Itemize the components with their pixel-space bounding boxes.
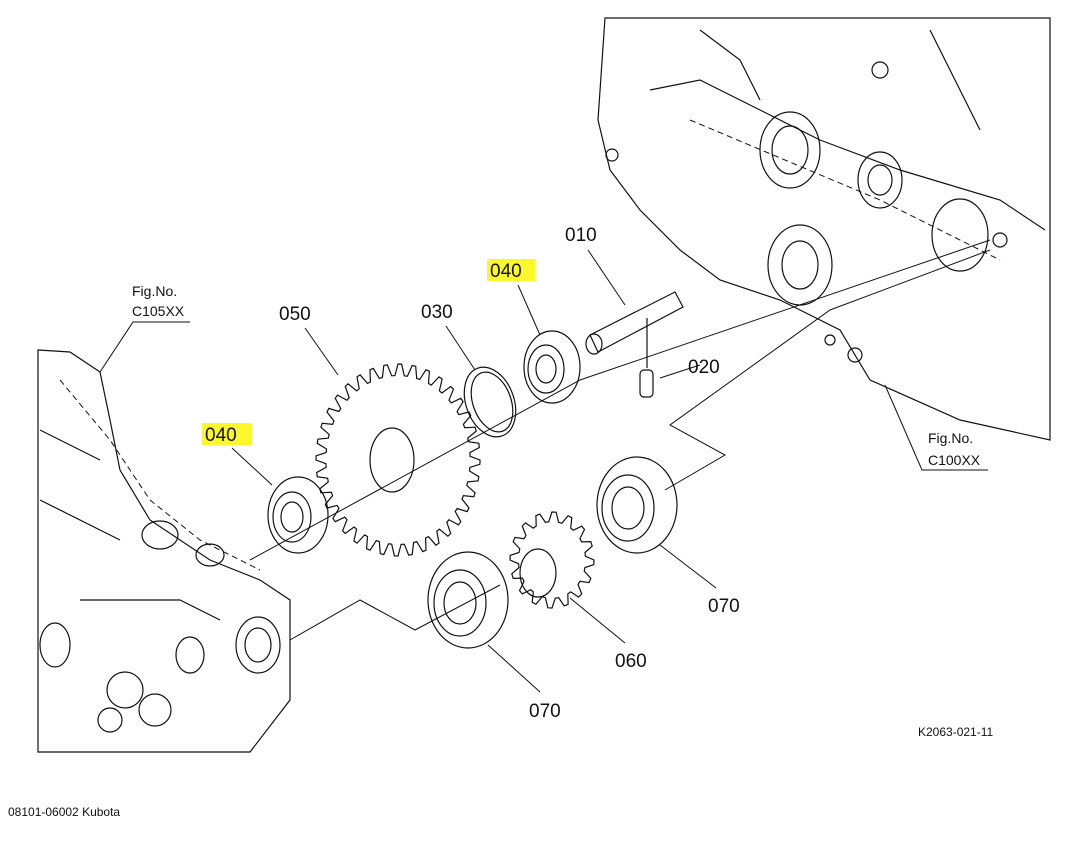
fig-ref-label-right: Fig.No. [928,430,973,446]
part-050-gear [315,363,481,557]
left-housing [37,349,291,753]
callout-010[interactable]: 010 [565,225,597,246]
footer-caption: 08101-06002 Kubota [8,805,121,819]
callout-060[interactable]: 060 [615,651,647,672]
right-housing [597,17,1051,441]
callout-040-upper[interactable]: 040 [490,261,522,282]
part-060-gear [509,511,595,609]
gear-050-bore [369,427,415,493]
part-030-snap-ring [463,366,517,438]
part-010-pin [585,291,684,355]
gear-060-spline [519,548,557,598]
fig-ref-label-left: Fig.No. [132,283,177,299]
fig-ref-code-right[interactable]: C100XX [928,452,981,468]
drawing-code: K2063-021-11 [918,725,993,739]
part-040-bearing-left [267,476,329,554]
part-070-bearing-right [596,456,678,554]
callout-070-bottom[interactable]: 070 [529,701,561,722]
callout-070-right[interactable]: 070 [708,596,740,617]
part-040-bearing-upper [523,330,581,404]
upper-axis-line [249,239,991,561]
highlight-040-left [202,423,252,445]
highlight-040-upper [487,259,535,281]
part-070-bearing-bottom [427,551,509,649]
callout-050[interactable]: 050 [279,304,311,325]
callout-030[interactable]: 030 [421,302,453,323]
lower-axis-line [289,249,991,641]
part-020-dowel [639,318,654,398]
callout-040-left[interactable]: 040 [205,425,237,446]
callout-020[interactable]: 020 [688,357,720,378]
fig-ref-code-left[interactable]: C105XX [132,303,185,319]
